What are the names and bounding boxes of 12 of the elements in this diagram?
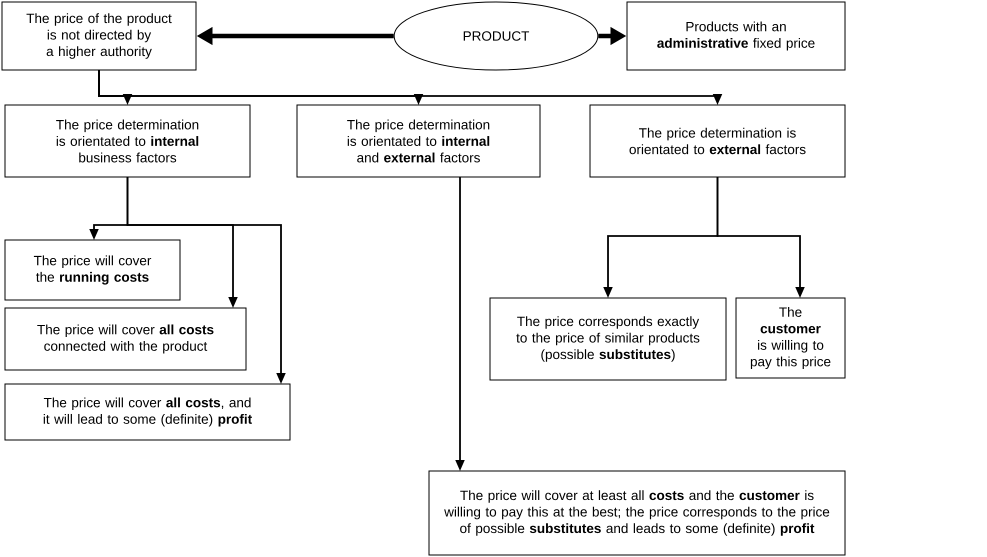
text-box: The price will cover all costs connected with the product — [4, 308, 246, 370]
text-box: The price corresponds exactly to the price of similar products (possible substitutes) — [490, 298, 726, 380]
text-box: The price determination is orientated to external factors — [590, 104, 846, 178]
ellipse-node: PRODUCT — [394, 2, 598, 70]
text-box: The price of the product is not directed by a higher authority — [2, 2, 196, 70]
text-box: The price determination is orientated to internal business factors — [4, 104, 250, 178]
text-box: The customer is willing to pay this price — [736, 298, 846, 378]
text-box: The price will cover the running costs — [4, 240, 180, 300]
text-box: The price will cover at least all costs and the customer is willing to pay this at the best; the price corresponds to the price of possible substitutes and leads to some (definite) profit — [428, 470, 846, 556]
text-box: Products with an administrative fixed price — [626, 2, 846, 70]
text-box: The price will cover all costs, and it will lead to some (definite) profit — [4, 384, 290, 440]
text-box: The price determination is orientated to internal and external factors — [296, 104, 540, 178]
